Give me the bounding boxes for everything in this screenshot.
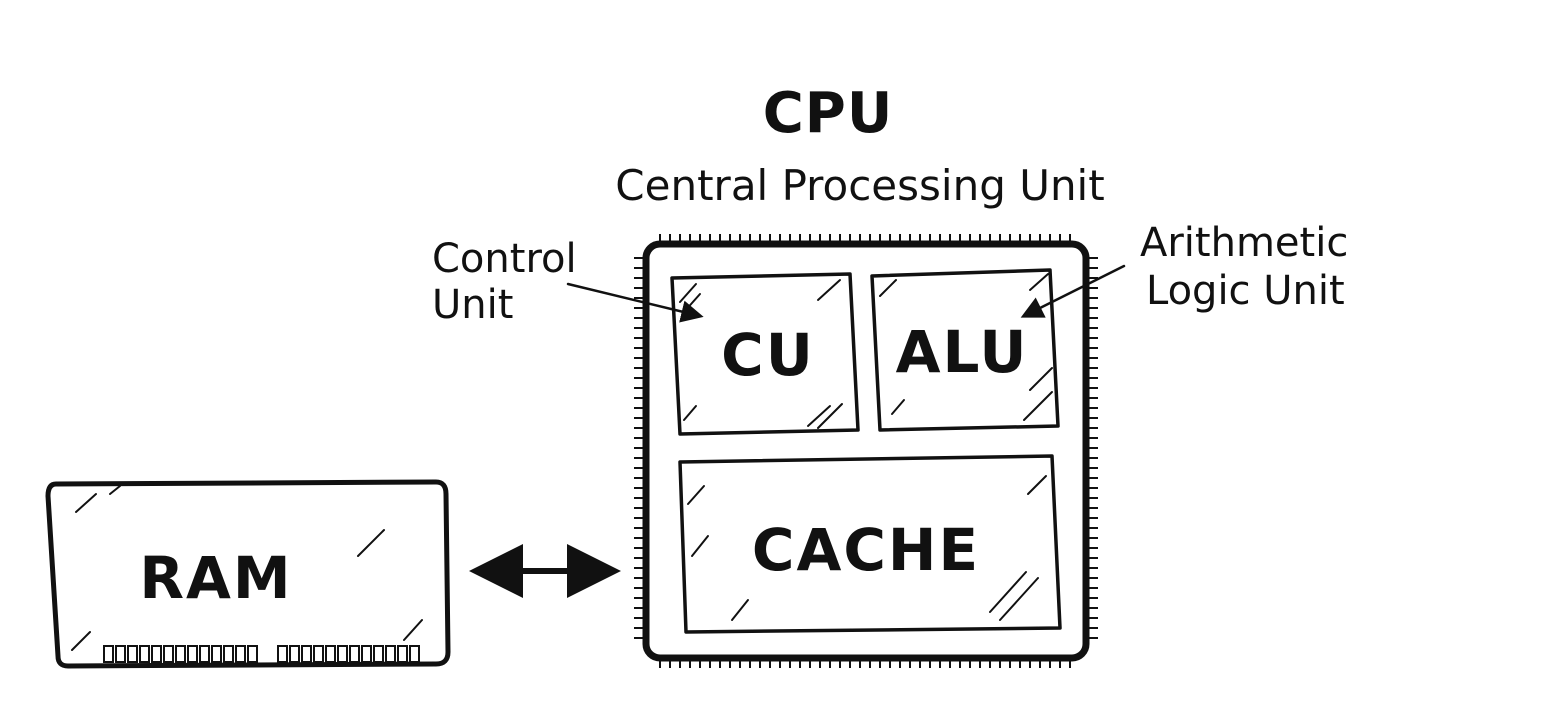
control-unit-box: CU	[670, 272, 860, 436]
alu-arrow	[1020, 264, 1126, 318]
ram-contact	[397, 645, 408, 663]
alu-box: ALU	[870, 268, 1060, 432]
control-unit-label: CU	[721, 321, 815, 389]
alu-annotation-line1: Arithmetic	[1140, 220, 1348, 266]
cpu-pins	[634, 234, 1098, 668]
control-unit-arrow	[566, 282, 704, 323]
ram-contact	[127, 645, 138, 663]
cpu-title: CPU	[763, 81, 894, 146]
ram-contact	[301, 645, 312, 663]
ram-contact	[373, 645, 384, 663]
ram-contact	[385, 645, 396, 663]
ram-contact	[409, 645, 420, 663]
cache-label: CACHE	[752, 516, 980, 584]
ram-contact	[247, 645, 258, 663]
control-unit-annotation-line2: Unit	[432, 282, 513, 328]
ram-contact	[325, 645, 336, 663]
cpu-chip-body	[642, 240, 1090, 662]
ram-contacts	[103, 645, 420, 663]
ram-contact	[223, 645, 234, 663]
ram-contact	[361, 645, 372, 663]
cpu-subtitle: Central Processing Unit	[615, 161, 1104, 210]
ram-contact	[115, 645, 126, 663]
ram-contact	[337, 645, 348, 663]
alu-annotation: Arithmetic Logic Unit	[1020, 220, 1348, 318]
alu-annotation-line2: Logic Unit	[1146, 268, 1345, 314]
ram-contact	[289, 645, 300, 663]
ram-contact	[175, 645, 186, 663]
cache-box: CACHE	[678, 454, 1062, 634]
ram-contact	[163, 645, 174, 663]
ram-label: RAM	[139, 544, 292, 612]
control-unit-annotation-line1: Control	[432, 236, 577, 282]
cpu-chip: CU ALU CACHE	[634, 234, 1098, 668]
alu-label: ALU	[896, 318, 1029, 386]
ram-module: RAM	[45, 479, 451, 669]
ram-contact	[199, 645, 210, 663]
ram-contact	[349, 645, 360, 663]
ram-contact	[235, 645, 246, 663]
control-unit-annotation: Control Unit	[432, 236, 704, 328]
ram-body	[45, 479, 451, 669]
ram-contact	[277, 645, 288, 663]
ram-contact	[139, 645, 150, 663]
ram-contact	[211, 645, 222, 663]
ram-contact	[313, 645, 324, 663]
ram-contact	[103, 645, 114, 663]
ram-contact	[187, 645, 198, 663]
ram-contact	[151, 645, 162, 663]
